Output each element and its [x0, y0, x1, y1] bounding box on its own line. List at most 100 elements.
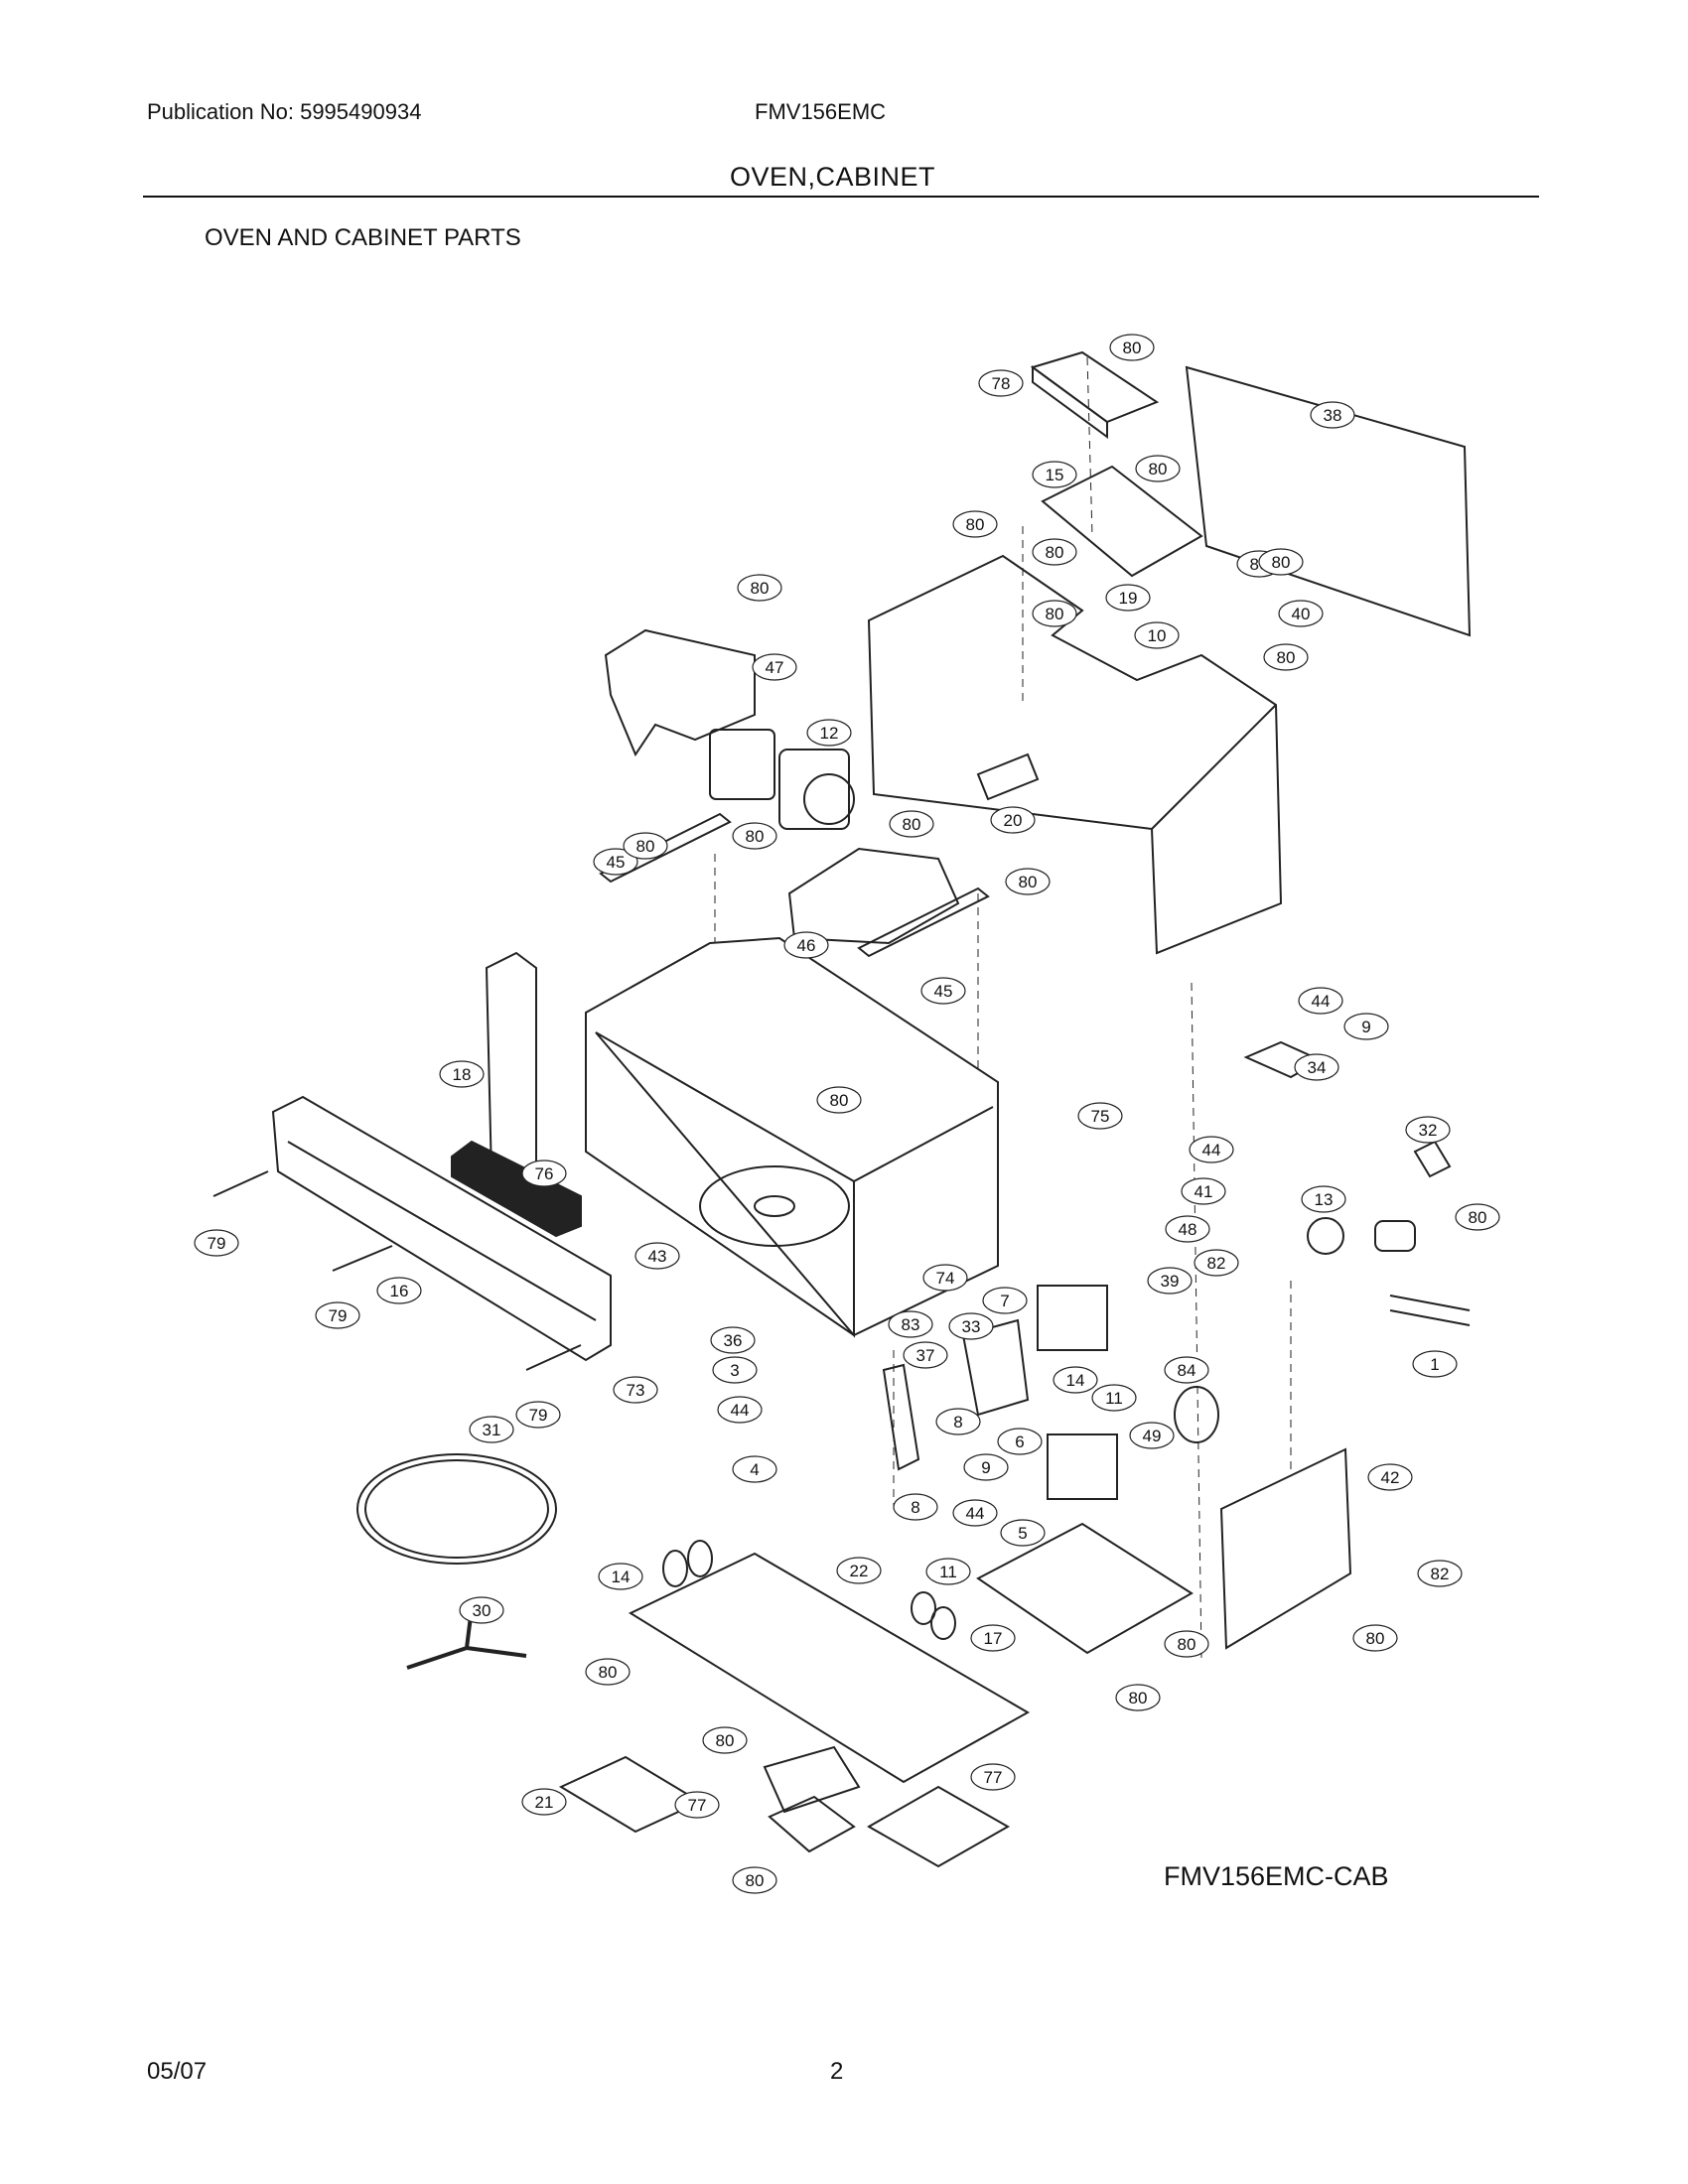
- callout-number: 80: [966, 515, 985, 534]
- callout-balloon: [1135, 455, 1181, 482]
- callout-balloon: [732, 1455, 777, 1483]
- callout-46: 46: [783, 931, 829, 959]
- callout-17: 17: [970, 1624, 1016, 1652]
- callout-balloon: [1053, 1366, 1098, 1394]
- callout-83: 83: [888, 1310, 933, 1338]
- callout-number: 5: [1018, 1524, 1027, 1543]
- callout-number: 14: [1066, 1371, 1085, 1390]
- callout-balloon: [1189, 1136, 1234, 1163]
- callout-number: 31: [483, 1421, 501, 1439]
- callout-number: 13: [1315, 1190, 1334, 1209]
- callout-balloon: [1194, 1249, 1239, 1277]
- callout-balloon: [1105, 584, 1151, 612]
- callout-3: 3: [712, 1356, 758, 1384]
- callout-number: 80: [1046, 605, 1064, 623]
- callout-balloon: [623, 832, 668, 860]
- callout-number: 41: [1195, 1182, 1213, 1201]
- roller-ring-part: [356, 1453, 557, 1565]
- callout-number: 36: [724, 1331, 743, 1350]
- callout-44: 44: [717, 1396, 763, 1424]
- callout-number: 30: [473, 1601, 492, 1620]
- callout-79: 79: [315, 1301, 360, 1329]
- callout-balloon: [888, 1310, 933, 1338]
- callout-number: 80: [1149, 460, 1168, 478]
- bracket-part: [1413, 1140, 1452, 1178]
- callout-balloon: [1005, 868, 1051, 895]
- callout-number: 40: [1292, 605, 1311, 623]
- callout-number: 80: [1123, 339, 1142, 357]
- callout-balloon: [816, 1086, 862, 1114]
- callout-45: 45: [593, 848, 638, 876]
- callout-number: 16: [390, 1282, 409, 1300]
- callout-number: 18: [453, 1065, 472, 1084]
- callout-80: 80: [585, 1658, 631, 1686]
- callout-number: 42: [1381, 1468, 1400, 1487]
- callout-45: 45: [920, 977, 966, 1005]
- callout-48: 48: [1165, 1215, 1210, 1243]
- callout-13: 13: [1301, 1185, 1346, 1213]
- callout-balloon: [515, 1401, 561, 1429]
- callout-number: 44: [1202, 1141, 1221, 1160]
- callout-number: 47: [766, 658, 784, 677]
- callout-number: 1: [1430, 1355, 1439, 1374]
- callout-balloon: [521, 1788, 567, 1816]
- callout-14: 14: [1053, 1366, 1098, 1394]
- callout-4: 4: [732, 1455, 777, 1483]
- callout-82: 82: [1194, 1249, 1239, 1277]
- callout-balloon: [1091, 1384, 1137, 1412]
- callout-balloon: [1115, 1684, 1161, 1711]
- callout-80: 80: [1135, 455, 1181, 482]
- callout-32: 32: [1405, 1116, 1451, 1144]
- callout-balloon: [982, 1287, 1028, 1314]
- callout-balloon: [1343, 1013, 1389, 1040]
- callout-14: 14: [598, 1563, 643, 1590]
- callout-balloon: [1278, 600, 1324, 627]
- back-panel-part: [1185, 365, 1472, 637]
- callout-balloon: [1455, 1203, 1500, 1231]
- air-duct-part: [787, 847, 960, 945]
- callout-number: 11: [1105, 1389, 1123, 1408]
- callout-balloon: [1298, 987, 1343, 1015]
- callout-number: 80: [636, 837, 655, 856]
- callout-balloon: [903, 1341, 948, 1369]
- callout-40: 40: [1278, 600, 1324, 627]
- callout-39: 39: [1147, 1267, 1193, 1295]
- base-chassis-part: [976, 1522, 1194, 1655]
- transformer-part: [1037, 1285, 1108, 1351]
- callout-20: 20: [990, 806, 1036, 834]
- callout-number: 73: [627, 1381, 645, 1400]
- callout-number: 46: [797, 936, 816, 955]
- callout-number: 82: [1431, 1565, 1450, 1583]
- callout-number: 80: [1046, 543, 1064, 562]
- callout-6: 6: [997, 1428, 1043, 1455]
- callout-number: 80: [903, 815, 921, 834]
- callout-balloon: [585, 1658, 631, 1686]
- callout-8: 8: [893, 1493, 938, 1521]
- callout-balloon: [702, 1726, 748, 1754]
- callout-18: 18: [439, 1060, 485, 1088]
- callout-number: 48: [1179, 1220, 1197, 1239]
- callout-80: 80: [952, 510, 998, 538]
- callout-number: 84: [1178, 1361, 1196, 1380]
- callout-balloon: [710, 1326, 756, 1354]
- callout-balloon: [712, 1356, 758, 1384]
- page-subtitle: OVEN AND CABINET PARTS: [205, 224, 521, 251]
- callout-47: 47: [752, 653, 797, 681]
- callout-80: 80: [1164, 1630, 1209, 1658]
- callout-number: 79: [208, 1234, 226, 1253]
- callout-balloon: [1000, 1519, 1046, 1547]
- lamp-socket-part: [911, 1591, 936, 1625]
- publication-number: Publication No: 5995490934: [147, 99, 422, 124]
- header-divider: [143, 196, 1539, 198]
- callout-21: 21: [521, 1788, 567, 1816]
- callout-balloon: [1134, 621, 1180, 649]
- callout-balloon: [1129, 1422, 1175, 1449]
- page-number: 2: [830, 2058, 844, 2085]
- callout-80: 80: [1115, 1684, 1161, 1711]
- callout-balloon: [1164, 1630, 1209, 1658]
- callout-38: 38: [1310, 401, 1355, 429]
- callout-balloon: [732, 1866, 777, 1894]
- callout-number: 80: [1469, 1208, 1487, 1227]
- callout-76: 76: [521, 1160, 567, 1187]
- callout-number: 8: [953, 1413, 962, 1432]
